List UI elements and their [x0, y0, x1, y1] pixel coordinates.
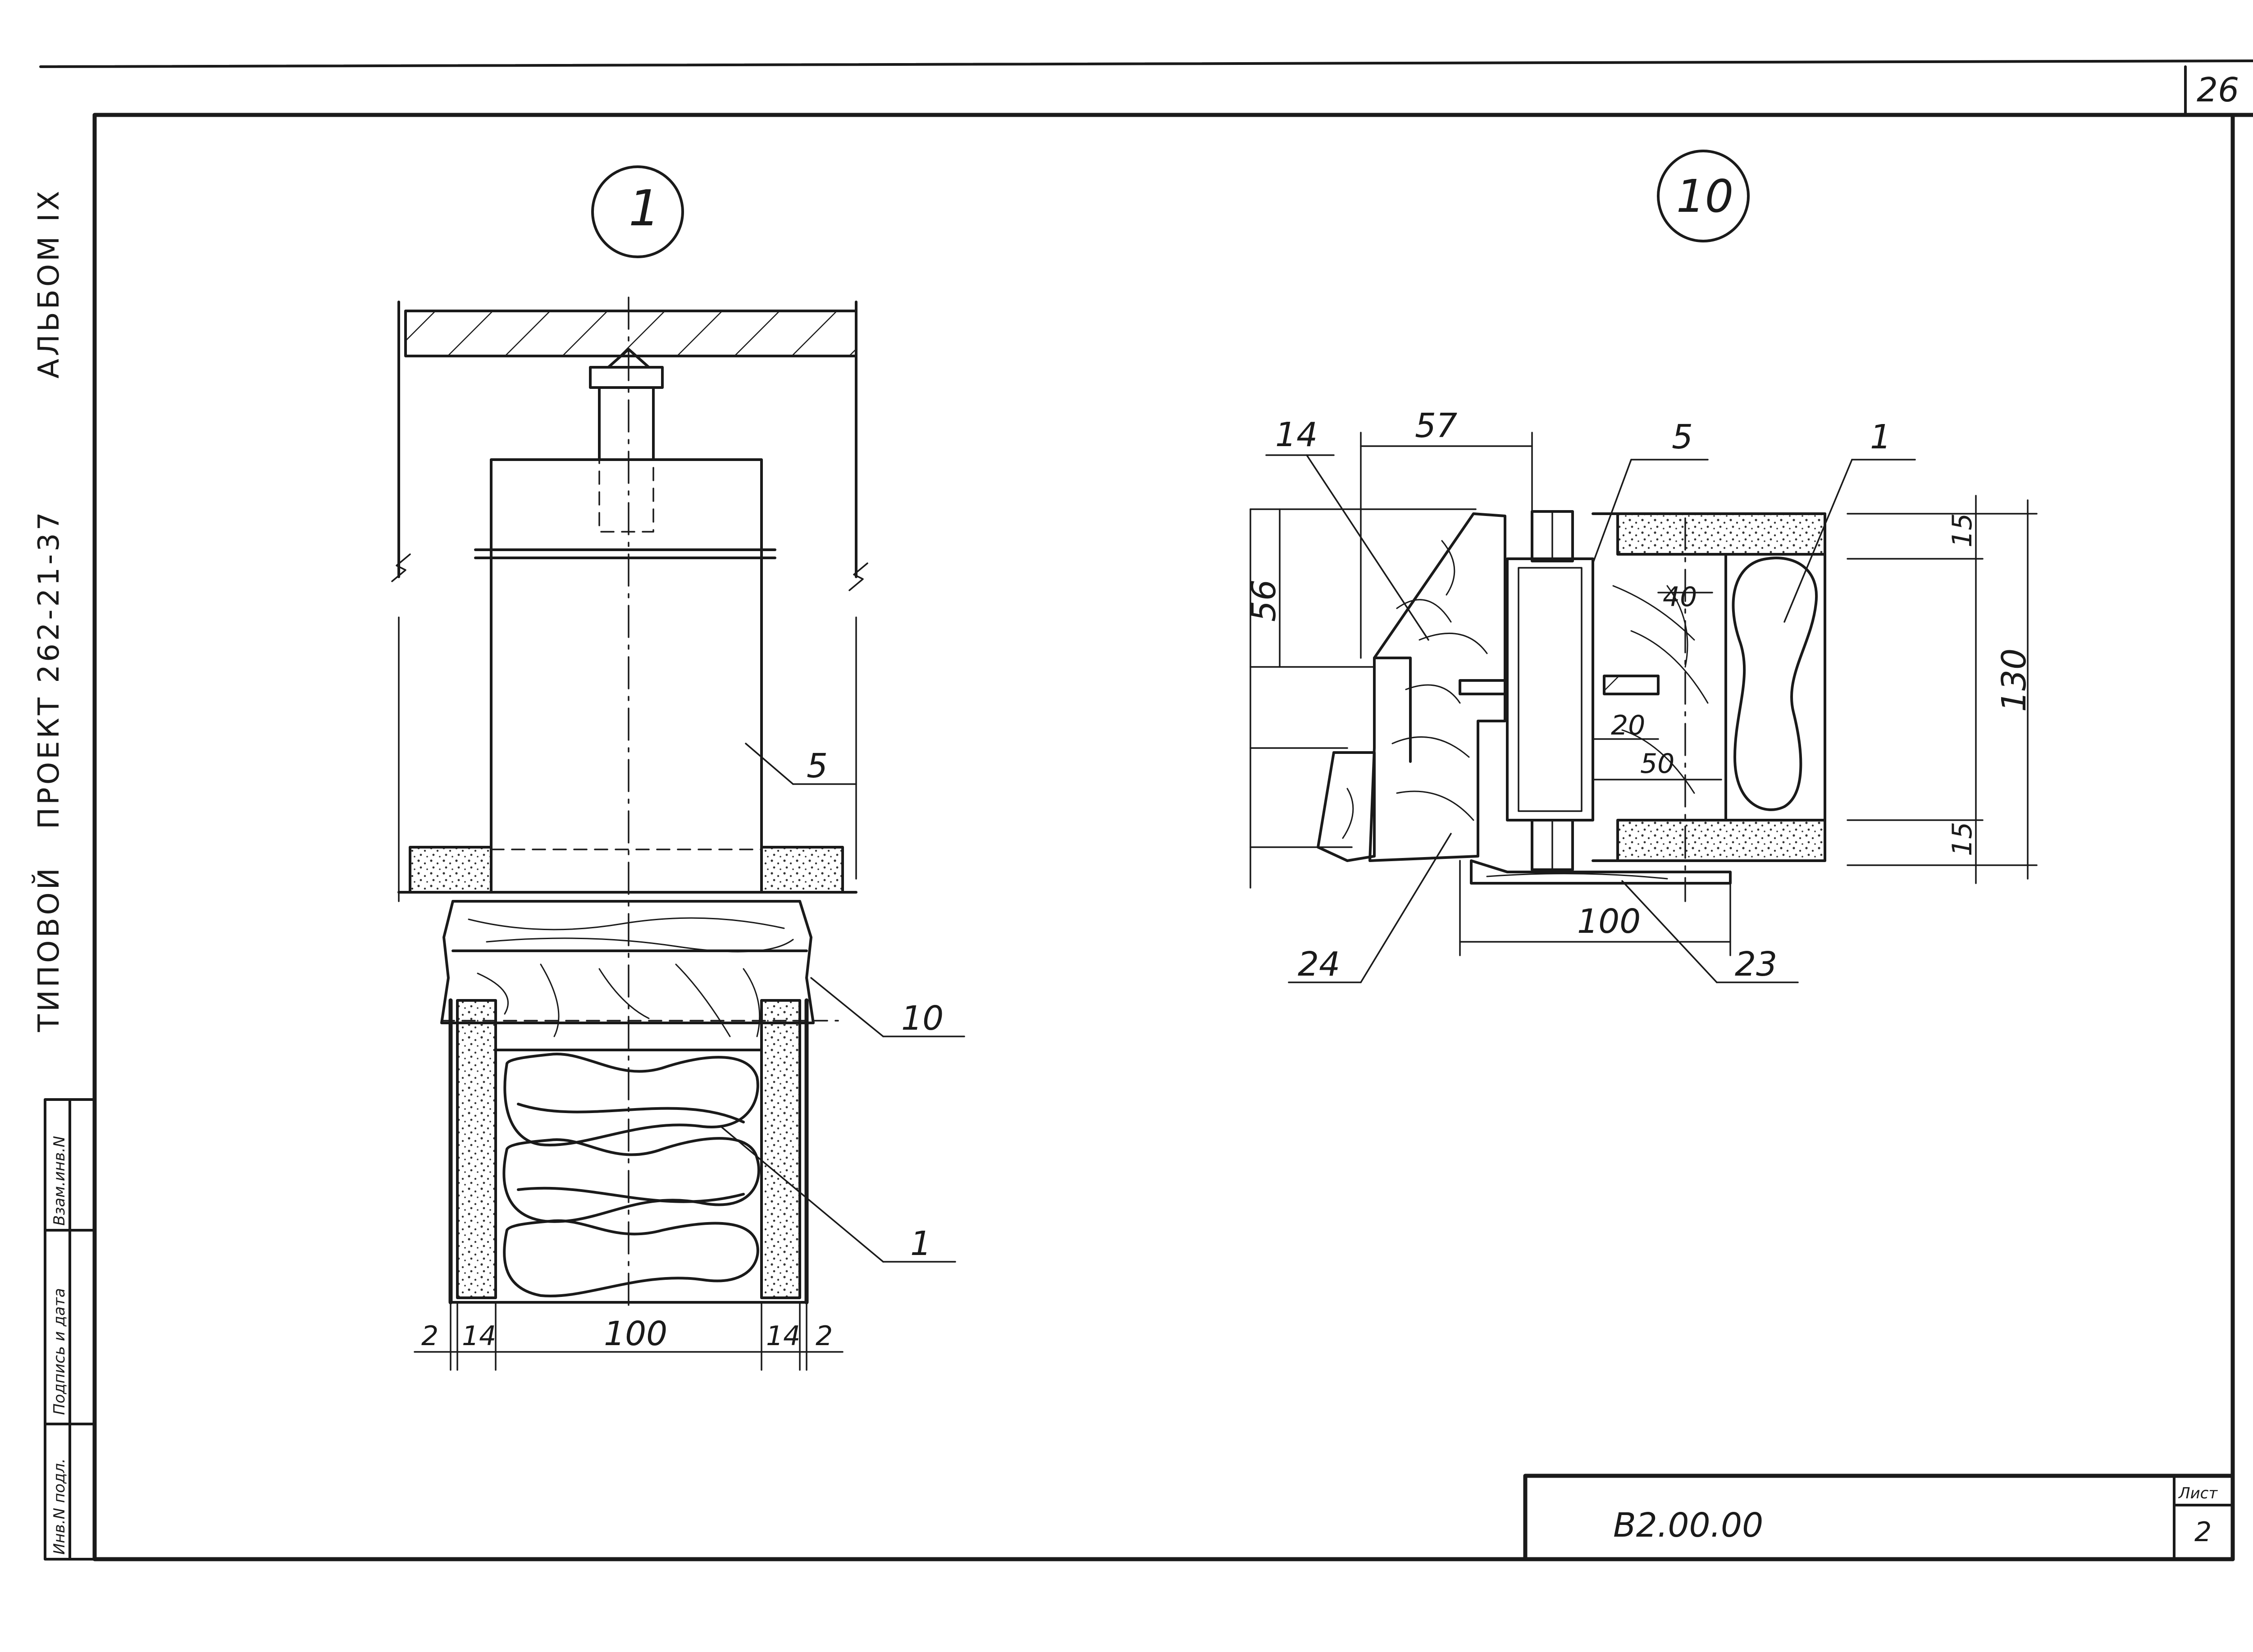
- stamp-replaces: Взам.инв.N: [50, 1136, 68, 1226]
- side-title-project: ПРОЕКТ 262-21-37: [32, 509, 66, 829]
- side-title-album: АЛЬБОМ IX: [32, 188, 66, 379]
- node-1-dim-left-2: 2: [421, 1320, 438, 1352]
- node-1-callout-insulation: 1: [910, 1224, 931, 1263]
- node-10-frame: [1368, 512, 1506, 862]
- node-1-stud: [490, 458, 763, 894]
- node-1-insulation: [502, 1053, 760, 1297]
- side-title-series: ТИПОВОЙ: [32, 865, 66, 1032]
- node-10-dim-left-56: 56: [1245, 580, 1283, 622]
- node-1-id: 1: [629, 179, 660, 237]
- node-10-callout-trim: 24: [1298, 945, 1340, 984]
- node-1: 1: [391, 165, 965, 1371]
- node-10-callout-frame: 14: [1275, 415, 1318, 454]
- node-10-badge: [1657, 150, 1750, 242]
- node-1-dim-left-14: 14: [462, 1320, 496, 1352]
- node-10-bar: [1470, 859, 1732, 885]
- node-1-dim-right-2: 2: [816, 1320, 833, 1352]
- node-10-dim-right-130: 130: [1995, 648, 2034, 712]
- node-1-callout-stud: 5: [807, 747, 828, 785]
- node-10-id: 10: [1676, 170, 1733, 223]
- node-10-dim-right-15-top: 15: [1947, 513, 1978, 548]
- node-1-dim-center-100: 100: [604, 1314, 667, 1353]
- node-1-callout-bar: 10: [901, 999, 944, 1038]
- title-block: [1523, 1474, 2235, 1561]
- node-10-stud: [1506, 557, 1594, 821]
- node-10-dim-right-15-bottom: 15: [1947, 822, 1978, 856]
- node-10-dim-top-57: 57: [1415, 406, 1457, 445]
- stamp-strip: Инв.N подл. Подпись и дата Взам.инв.N: [44, 1098, 96, 1561]
- node-1-slab: [406, 311, 856, 356]
- node-1-badge: [591, 165, 684, 258]
- stamp-inventory: Инв.N подл.: [50, 1458, 68, 1555]
- sheet-label: Лист: [2178, 1484, 2218, 1502]
- node-10-dim-40: 40: [1663, 581, 1697, 613]
- sheet-number: 2: [2194, 1516, 2212, 1548]
- page-number: 26: [2197, 71, 2239, 110]
- node-1-dim-right-14: 14: [766, 1320, 800, 1352]
- stamp-signature: Подпись и дата: [50, 1288, 68, 1415]
- node-10-dim-50: 50: [1640, 748, 1674, 780]
- node-10-callout-stud: 5: [1672, 418, 1693, 456]
- sheet-frame: [39, 59, 2253, 1561]
- node-10-insulation: [1732, 557, 1818, 811]
- node-1-bar: [440, 900, 815, 1024]
- node-10: 10: [1245, 150, 2038, 984]
- node-10-dim-bottom-100: 100: [1577, 902, 1641, 941]
- node-10-callout-bar: 23: [1735, 945, 1777, 984]
- side-title: ТИПОВОЙ ПРОЕКТ 262-21-37 АЛЬБОМ IX: [32, 188, 66, 1032]
- drawing-code: В2.00.00: [1613, 1506, 1763, 1545]
- node-10-dim-20: 20: [1611, 710, 1645, 741]
- node-10-callout-insulation: 1: [1870, 418, 1891, 456]
